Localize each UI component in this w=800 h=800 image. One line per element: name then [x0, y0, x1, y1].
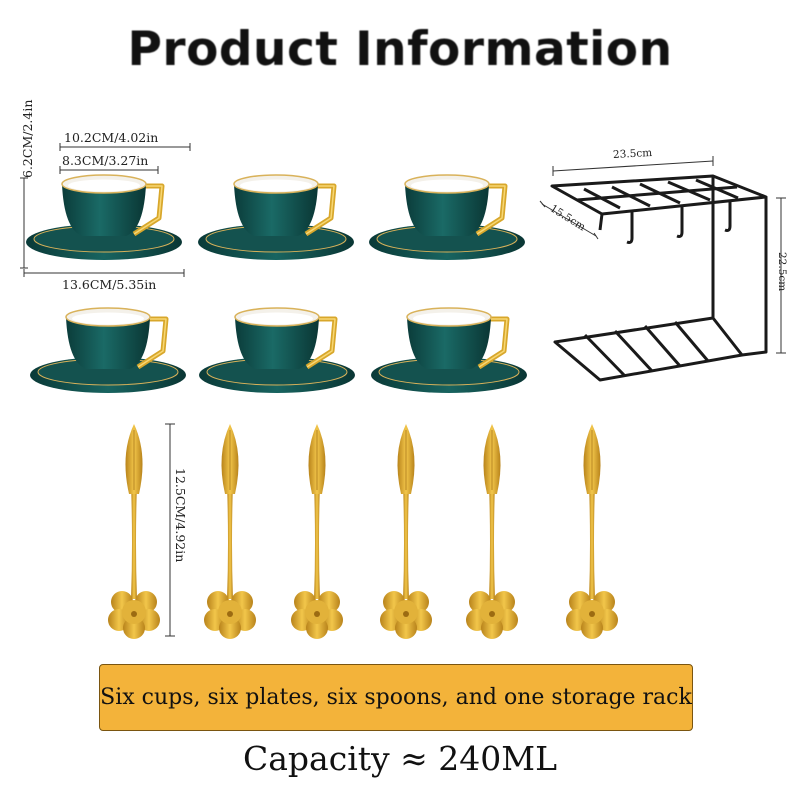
- contents-banner: Six cups, six plates, six spoons, and on…: [99, 664, 693, 731]
- page-title: Product Information: [127, 22, 673, 77]
- spoon-dimension-line: [165, 423, 175, 637]
- cup-saucer-set: [26, 175, 182, 260]
- cup-saucer-set: [30, 308, 186, 393]
- rack-height-label: 22.5cm: [776, 252, 788, 292]
- cup-height-label: 6.2CM/2.4in: [20, 99, 35, 178]
- flower-spoon: [203, 423, 257, 640]
- flower-spoon: [379, 423, 433, 640]
- flower-spoon: [290, 423, 344, 640]
- cup-base-width-label: 8.3CM/3.27in: [62, 153, 149, 168]
- cup-saucer-set: [369, 175, 525, 260]
- capacity-label: Capacity ≈ 240ML: [243, 739, 557, 778]
- cup-top-width-label: 10.2CM/4.02in: [64, 130, 159, 145]
- flower-spoon: [107, 423, 161, 640]
- cup-saucer-set: [371, 308, 527, 393]
- contents-banner-text: Six cups, six plates, six spoons, and on…: [100, 685, 692, 710]
- cup-saucer-set: [198, 175, 354, 260]
- rack-dimension-lines: [539, 156, 786, 354]
- cup-dimension-lines: [20, 143, 191, 277]
- spoon-length-label: 12.5CM/4.92in: [173, 468, 188, 563]
- flower-spoon: [465, 423, 519, 640]
- storage-rack: [550, 174, 768, 382]
- plate-width-label: 13.6CM/5.35in: [62, 277, 157, 292]
- flower-spoon: [565, 423, 619, 640]
- rack-width-label: 23.5cm: [612, 146, 653, 162]
- cup-saucer-set: [199, 308, 355, 393]
